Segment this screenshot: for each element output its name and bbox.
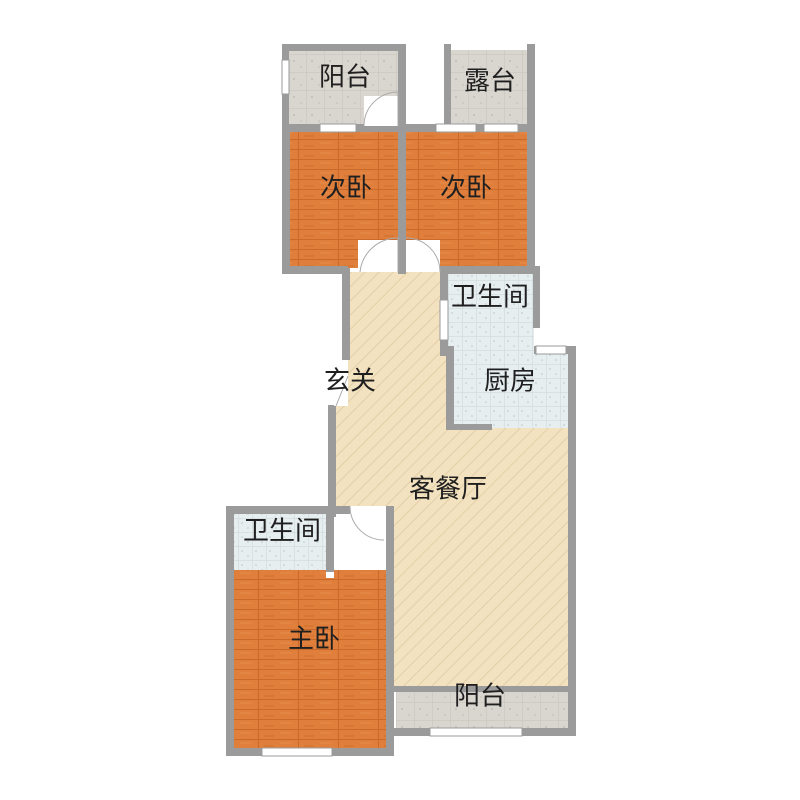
doors (326, 91, 441, 578)
door (358, 237, 399, 273)
label-terrace: 露台 (464, 67, 516, 97)
room-labels: 阳台 露台 次卧 次卧 卫生间 玄关 厨房 客餐厅 卫生间 主卧 阳台 (243, 63, 536, 712)
window (319, 123, 357, 133)
door (405, 237, 441, 273)
balcony-bottom-floor (396, 690, 570, 730)
window (483, 123, 519, 133)
label-bathroom-master: 卫生间 (243, 517, 321, 547)
window (261, 747, 333, 757)
door (349, 505, 386, 541)
window (535, 345, 567, 355)
kitchen-floor (452, 352, 570, 428)
window (281, 59, 290, 95)
label-kitchen: 厨房 (484, 367, 536, 397)
windows (261, 59, 567, 757)
label-bedroom-2a: 次卧 (320, 174, 372, 204)
window (439, 299, 449, 341)
label-bathroom-top: 卫生间 (451, 283, 529, 313)
label-foyer: 玄关 (324, 367, 376, 397)
window (435, 123, 477, 133)
label-master-bedroom: 主卧 (288, 625, 340, 655)
bathroom-top-floor (446, 272, 534, 352)
label-living-dining: 客餐厅 (409, 475, 487, 505)
window (429, 727, 523, 737)
door (334, 375, 349, 407)
door (363, 91, 399, 127)
door (326, 572, 334, 578)
label-balcony-bottom: 阳台 (454, 682, 506, 712)
bathroom-master-floor (232, 512, 332, 570)
label-bedroom-2b: 次卧 (440, 174, 492, 204)
terrace-floor (450, 50, 532, 125)
master-bedroom-floor (232, 570, 388, 748)
label-balcony-top-left: 阳台 (319, 63, 371, 93)
